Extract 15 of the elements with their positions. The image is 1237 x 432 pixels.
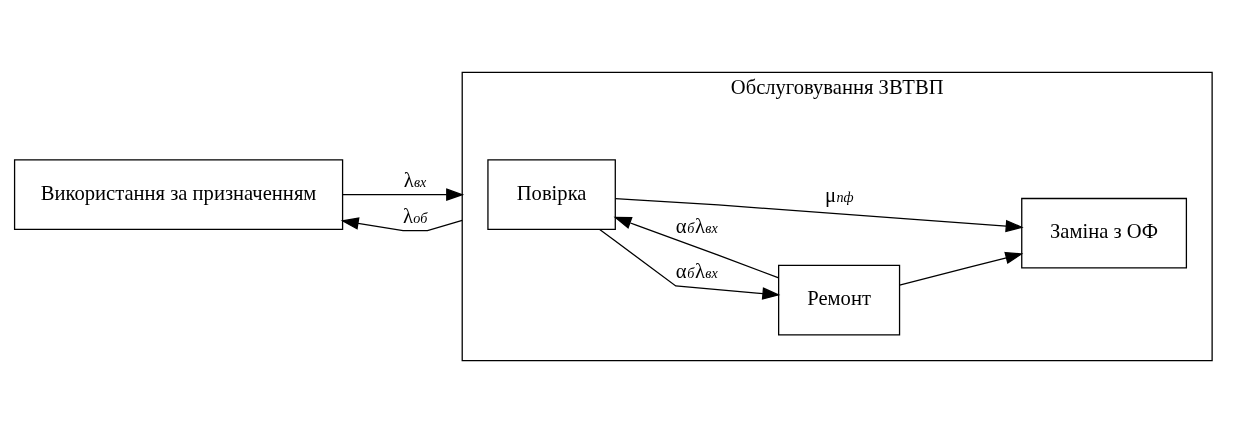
node-box: Використання за призначенням (13, 158, 344, 230)
arrow (342, 187, 465, 201)
edge-label: αбλвх (675, 259, 718, 282)
arrow (613, 216, 779, 278)
arrow (599, 228, 781, 300)
edge-label: λвх (403, 168, 427, 191)
arrow (614, 197, 1024, 232)
arrow (340, 216, 463, 231)
edge-label: λоб (403, 204, 428, 227)
arrow (898, 251, 1024, 286)
node-box: Заміна з ОФ (1021, 197, 1188, 269)
edge-label: μпф (824, 183, 854, 206)
node-box: Повірка (487, 158, 616, 230)
edge-label: αбλвх (675, 214, 718, 237)
node-box: Ремонт (778, 264, 901, 335)
